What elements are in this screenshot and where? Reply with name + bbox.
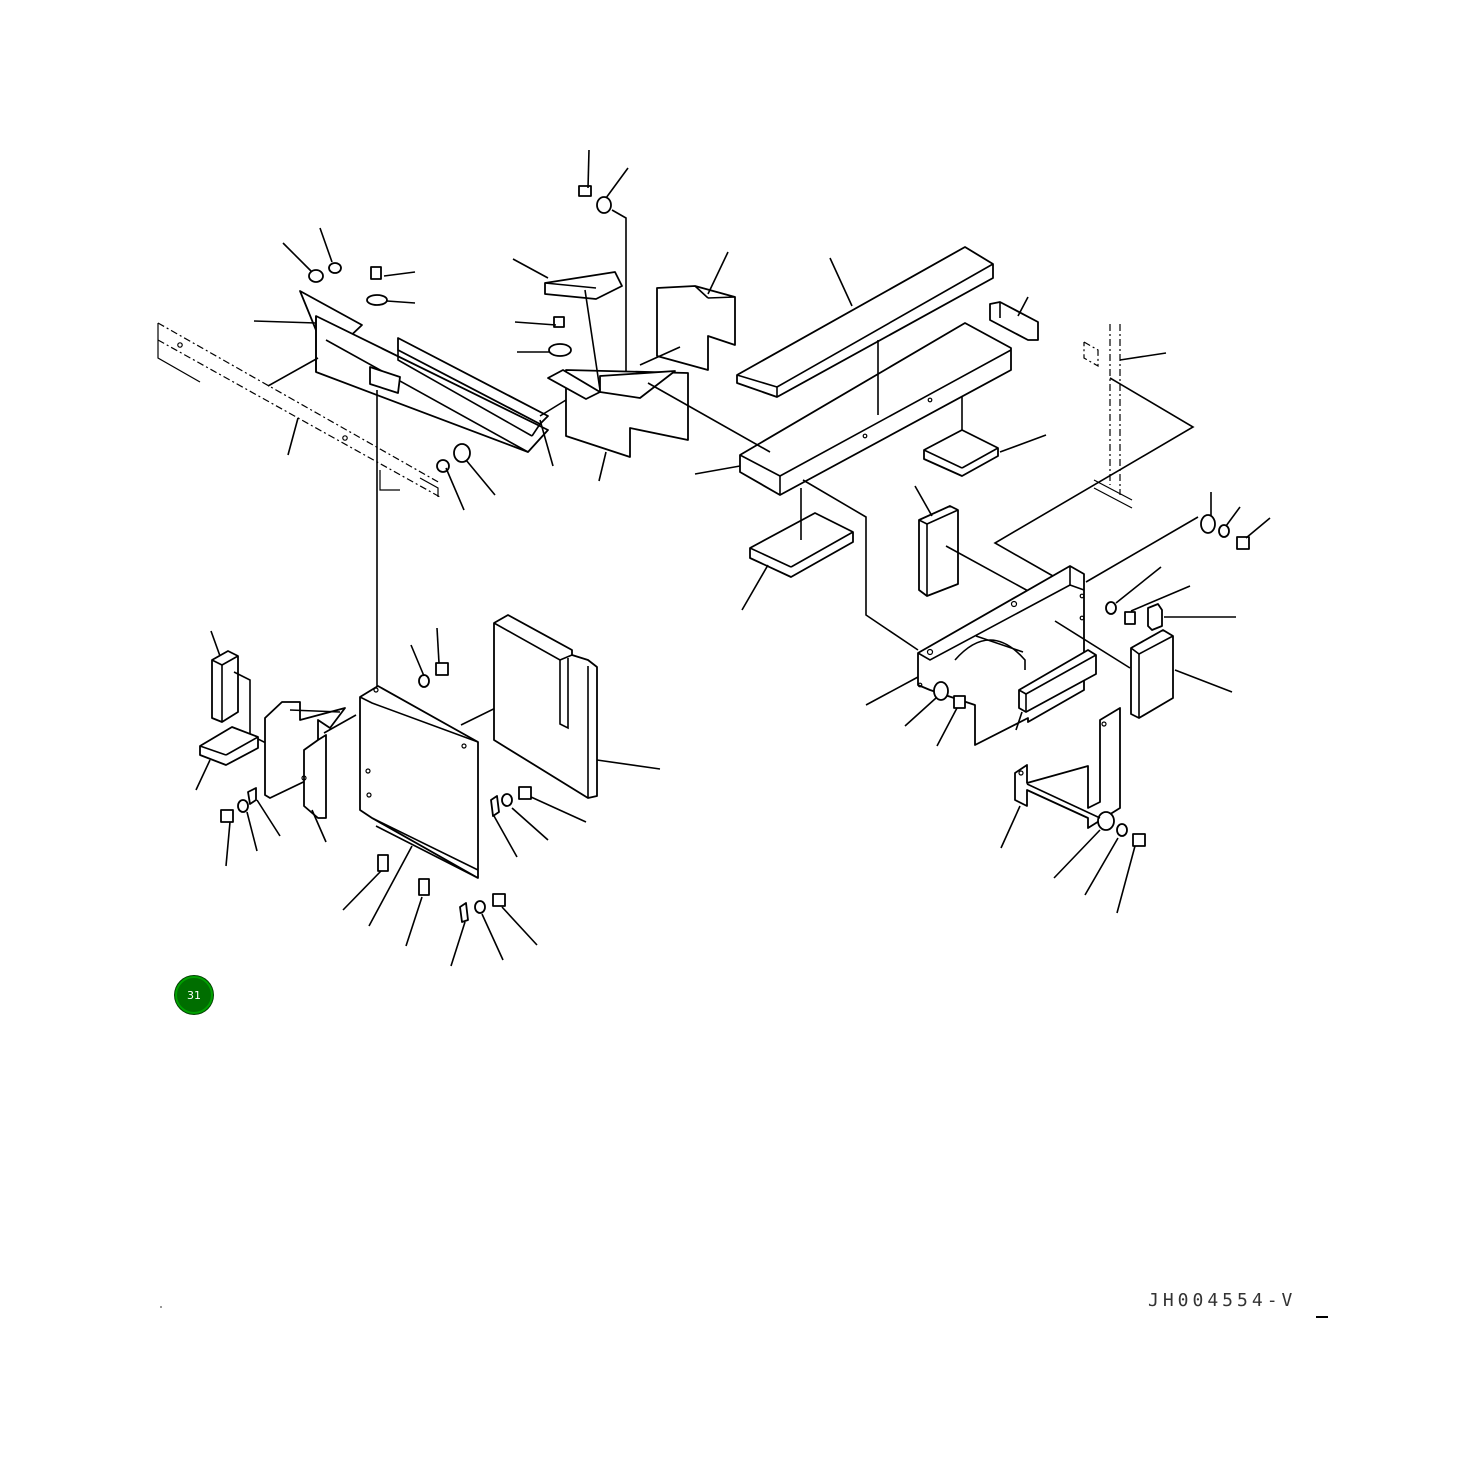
callout-badge[interactable]: 31 (175, 976, 213, 1014)
stray-dot (160, 1306, 162, 1308)
small-wedge-pad (195, 726, 259, 791)
hardware-upper-left (308, 262, 572, 473)
far-right-vertical-pad (1130, 629, 1233, 719)
vertical-pillar (914, 485, 1031, 597)
tall-vertical-pad (493, 614, 661, 799)
long-angle-bar (397, 337, 549, 437)
upper-cover-plate (547, 369, 689, 458)
lower-right-plate (802, 479, 1131, 746)
tall-l-block (639, 251, 736, 371)
hardware-lower-center (342, 627, 587, 967)
lower-right-bracket (1000, 707, 1121, 849)
leader-lines-upper-left (253, 227, 557, 690)
frame-rail (157, 322, 441, 498)
hardware-right-upper (1085, 492, 1271, 631)
flat-pad-right (923, 396, 1047, 477)
rail-bracket-plate (299, 290, 549, 453)
small-u-bracket (989, 296, 1039, 341)
lower-cover-panel (359, 685, 527, 927)
drawing-code-cursor (1316, 1316, 1328, 1318)
dashed-post (993, 324, 1195, 581)
long-channel-beam (647, 322, 1012, 496)
top-wedge-block (544, 271, 623, 300)
upper-hardware-center (539, 149, 629, 482)
lower-left-bracket (264, 701, 357, 843)
hardware-center-right (865, 676, 966, 747)
hardware-lower-right (1026, 783, 1146, 914)
lower-right-long-pad (1015, 649, 1097, 731)
small-upright-pad (210, 630, 271, 746)
flat-pad-left (741, 488, 854, 611)
hardware-lower-left (220, 787, 281, 867)
long-top-pad (736, 246, 994, 398)
drawing-code: JH004554-V (1148, 1290, 1297, 1311)
